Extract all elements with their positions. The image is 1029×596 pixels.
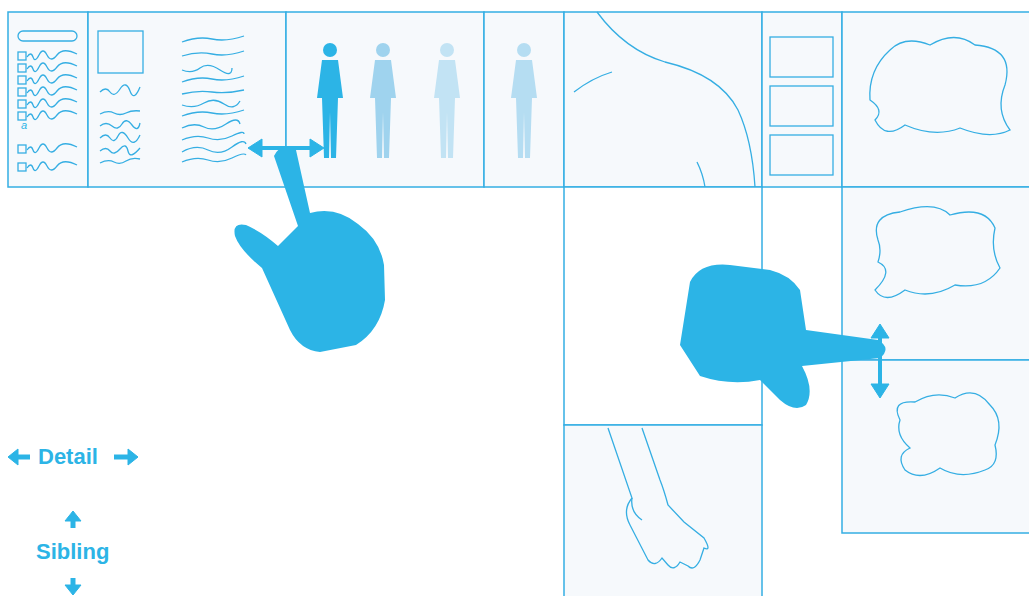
gesture-arrows bbox=[248, 139, 889, 398]
legend-text: Detail bbox=[38, 446, 98, 468]
panel-contents bbox=[18, 12, 1010, 568]
legend-arrows bbox=[8, 449, 138, 595]
gesture-hands bbox=[234, 146, 885, 408]
human-figures bbox=[317, 43, 537, 158]
panels bbox=[8, 12, 1029, 596]
legend-text: Sibling bbox=[36, 541, 109, 563]
checklist-letter: a bbox=[21, 120, 27, 131]
